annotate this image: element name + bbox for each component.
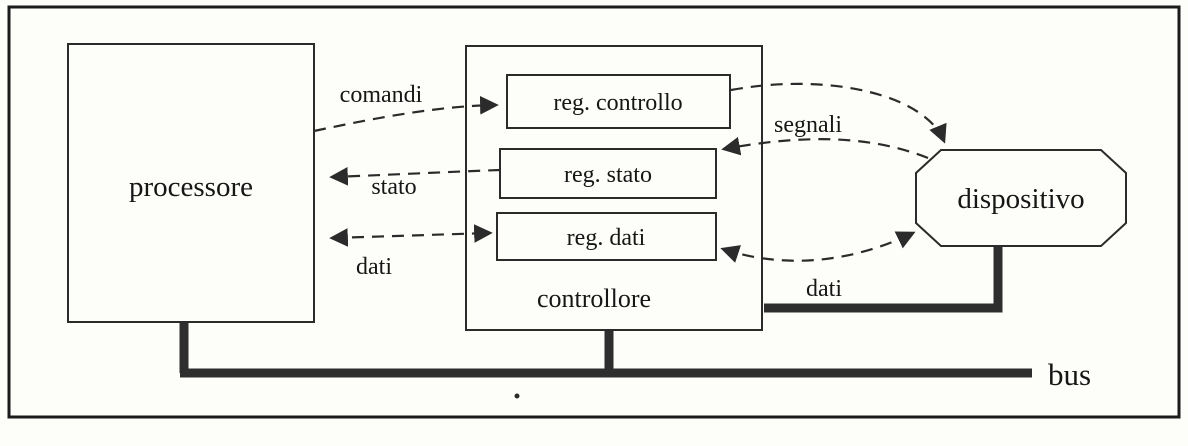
device-controller-thick-link bbox=[764, 245, 1003, 313]
arrow-dati-processore bbox=[329, 224, 493, 247]
reg-stato-label: reg. stato bbox=[564, 162, 652, 188]
dispositivo-shape bbox=[915, 149, 1127, 247]
comandi-label: comandi bbox=[340, 82, 423, 108]
reg-stato-box bbox=[499, 148, 717, 199]
figure-border bbox=[7, 5, 1181, 419]
processore-label: processore bbox=[129, 171, 253, 203]
dati-dispositivo-label: dati bbox=[806, 276, 842, 302]
stato-label: stato bbox=[371, 174, 416, 200]
arrow-stato bbox=[329, 167, 501, 186]
controllore-label: controllore bbox=[537, 284, 651, 313]
reg-controllo-box bbox=[506, 74, 731, 129]
processore-box bbox=[67, 43, 315, 323]
reg-controllo-label: reg. controllo bbox=[553, 90, 682, 116]
reg-dati-box bbox=[496, 212, 717, 261]
segnali-label: segnali bbox=[774, 112, 842, 138]
reg-dati-label: reg. dati bbox=[567, 225, 646, 251]
dati-processore-label: dati bbox=[356, 254, 392, 280]
arrow-comandi bbox=[313, 95, 499, 133]
bus-label: bus bbox=[1048, 357, 1091, 392]
arrow-dati-dispositivo bbox=[720, 231, 916, 263]
arrow-segnali-in bbox=[721, 136, 929, 160]
stray-dot-mark bbox=[514, 393, 520, 399]
dispositivo-label: dispositivo bbox=[957, 183, 1084, 215]
